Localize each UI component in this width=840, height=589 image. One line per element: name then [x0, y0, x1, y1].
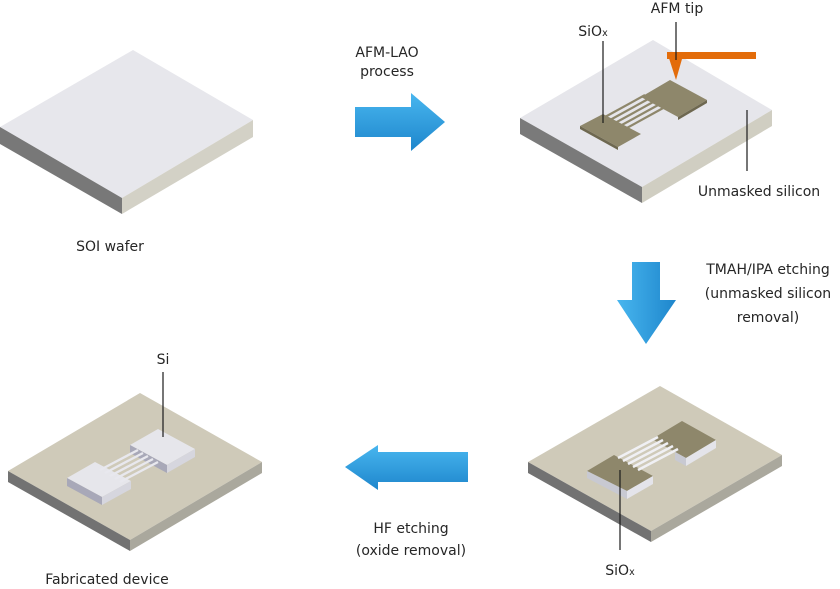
step2-label-line2: (unmasked silicon	[705, 286, 831, 302]
step3-label-line1: HF etching	[373, 521, 448, 537]
label-unmasked-silicon: Unmasked silicon	[698, 184, 820, 200]
fabricated-device	[8, 393, 262, 551]
afm-tip-icon	[667, 52, 756, 80]
pad-right-side-left	[675, 452, 686, 466]
step2-label-line1: TMAH/IPA etching	[705, 262, 829, 278]
oxide-nanowires	[604, 94, 666, 130]
oxide-pad-right	[641, 80, 707, 117]
oxide-pad-right-edge	[678, 100, 707, 120]
pad-right-side-front	[686, 440, 716, 466]
pad-right-top	[652, 421, 716, 458]
oxide-pad-left-edge	[580, 126, 618, 150]
wafer-top-face	[0, 50, 253, 198]
soi-wafer-caption: SOI wafer	[76, 239, 144, 255]
oxide-pad-left	[580, 114, 641, 147]
step1-label-line2: process	[360, 64, 414, 80]
arrow-left-icon	[345, 445, 468, 490]
label-si: Si	[157, 352, 170, 368]
box-top-face	[528, 386, 782, 531]
si-pad-right-top	[130, 429, 195, 465]
box-top-face	[8, 393, 262, 540]
si-pad-left-front	[67, 478, 102, 505]
label-afm-tip: AFM tip	[651, 1, 704, 17]
etched-wafer	[528, 386, 782, 542]
step2-label-line3: removal)	[737, 310, 799, 326]
arrow-down-icon	[617, 262, 676, 344]
si-pad-right-front	[167, 449, 195, 473]
wafer-left-side	[520, 118, 642, 203]
si-pad-right-left	[130, 445, 167, 473]
wafer-right-side	[122, 120, 253, 214]
silicon-nanowires	[617, 435, 679, 472]
box-left-side	[8, 471, 130, 551]
pad-left-side-front	[587, 471, 627, 499]
fabricated-device-caption: Fabricated device	[45, 572, 169, 588]
pad-left-side-right	[627, 476, 653, 499]
arrow-right-icon	[355, 93, 445, 151]
afm-patterned-wafer	[520, 40, 772, 203]
label-sio2-top: SiOx	[578, 24, 608, 40]
wafer-right-side	[642, 110, 772, 203]
si-pad-left-right	[102, 481, 131, 505]
box-right-side	[130, 462, 262, 551]
silicon-nanowires	[99, 448, 159, 484]
step1-label-line1: AFM-LAO	[355, 45, 418, 61]
label-sio2-bottom: SiOx	[605, 563, 635, 579]
step3-label-line2: (oxide removal)	[356, 543, 466, 559]
wafer-left-side	[0, 127, 122, 214]
si-pad-left-top	[67, 462, 131, 497]
wafer-top-face	[520, 40, 772, 187]
soi-wafer	[0, 50, 253, 214]
box-right-side	[651, 455, 782, 542]
